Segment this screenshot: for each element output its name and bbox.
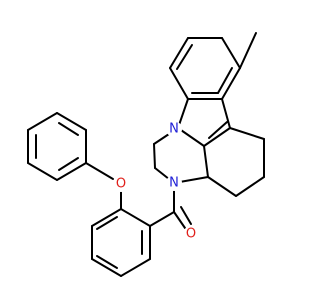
bond xyxy=(177,98,189,129)
bond xyxy=(169,37,189,69)
bond xyxy=(56,162,87,181)
bond xyxy=(56,112,87,131)
pyrrole-ring xyxy=(177,98,231,147)
atom-n1-label: N xyxy=(169,122,179,137)
bond xyxy=(207,176,237,197)
bond xyxy=(203,127,231,147)
double-bond-line xyxy=(58,157,79,171)
double-bond-line xyxy=(96,216,118,230)
double-bond-line xyxy=(58,122,79,136)
molecule-structure: N N O O xyxy=(27,32,265,277)
atom-o-ether: O xyxy=(113,176,129,192)
bond xyxy=(153,143,156,169)
bond xyxy=(221,98,231,129)
bond xyxy=(177,127,205,147)
indole-benzene-ring xyxy=(169,37,241,100)
ether-bond xyxy=(85,162,114,180)
atom-o-carbonyl: O xyxy=(183,226,199,242)
double-bond-line xyxy=(208,121,228,139)
double-bond-line xyxy=(180,206,192,225)
bond xyxy=(235,176,265,197)
bond xyxy=(27,162,58,181)
double-bond-line xyxy=(173,211,186,229)
double-bond-line xyxy=(176,44,193,70)
cyclohexane-ring xyxy=(203,127,265,197)
bond xyxy=(221,67,241,100)
atom-n2-label: N xyxy=(169,176,179,191)
atom-n2: N xyxy=(166,175,182,191)
phenoxy-ring xyxy=(27,112,87,181)
bond xyxy=(91,208,122,227)
atom-n1: N xyxy=(166,121,182,137)
methyl-bond xyxy=(239,32,257,69)
bond xyxy=(203,145,209,178)
bond xyxy=(120,258,151,277)
bond xyxy=(27,112,58,131)
benzoyl-ring xyxy=(91,208,151,277)
bond xyxy=(169,67,189,100)
bond xyxy=(91,258,122,277)
bond xyxy=(221,37,241,69)
atom-o-ether-label: O xyxy=(116,177,126,192)
atom-o-carbonyl-label: O xyxy=(186,227,196,242)
double-bond-line xyxy=(217,67,233,94)
bond xyxy=(229,127,265,140)
double-bond-line xyxy=(96,255,118,269)
bond xyxy=(149,211,175,227)
diazine-ring xyxy=(153,127,209,184)
bond xyxy=(120,208,151,227)
